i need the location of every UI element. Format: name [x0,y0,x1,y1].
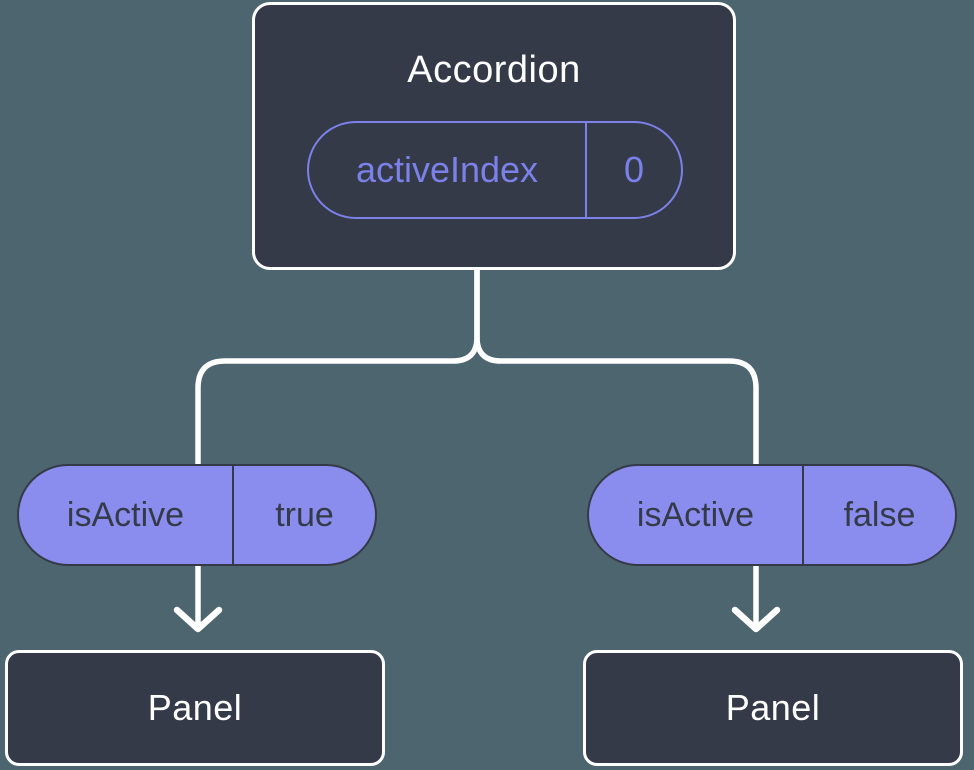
prop-pill-value: true [232,466,375,564]
prop-pill-isactive-false: isActive false [587,464,957,566]
panel-node-right: Panel [583,650,963,766]
state-pill-value: 0 [585,123,681,217]
panel-node-title: Panel [725,687,821,728]
accordion-node: Accordion activeIndex 0 [252,2,736,270]
state-pill: activeIndex 0 [307,121,683,219]
prop-pill-name: isActive [66,495,185,534]
prop-pill-value: false [802,466,955,564]
right-branch-line [474,266,759,626]
left-arrow-icon [173,606,223,633]
left-branch-line [195,266,480,626]
right-arrow-icon [731,606,781,633]
state-pill-name: activeIndex [355,149,539,190]
panel-node-title: Panel [147,687,243,728]
prop-pill-isactive-true: isActive true [17,464,377,566]
accordion-node-title: Accordion [407,49,581,91]
prop-pill-name: isActive [636,495,755,534]
panel-node-left: Panel [5,650,385,766]
